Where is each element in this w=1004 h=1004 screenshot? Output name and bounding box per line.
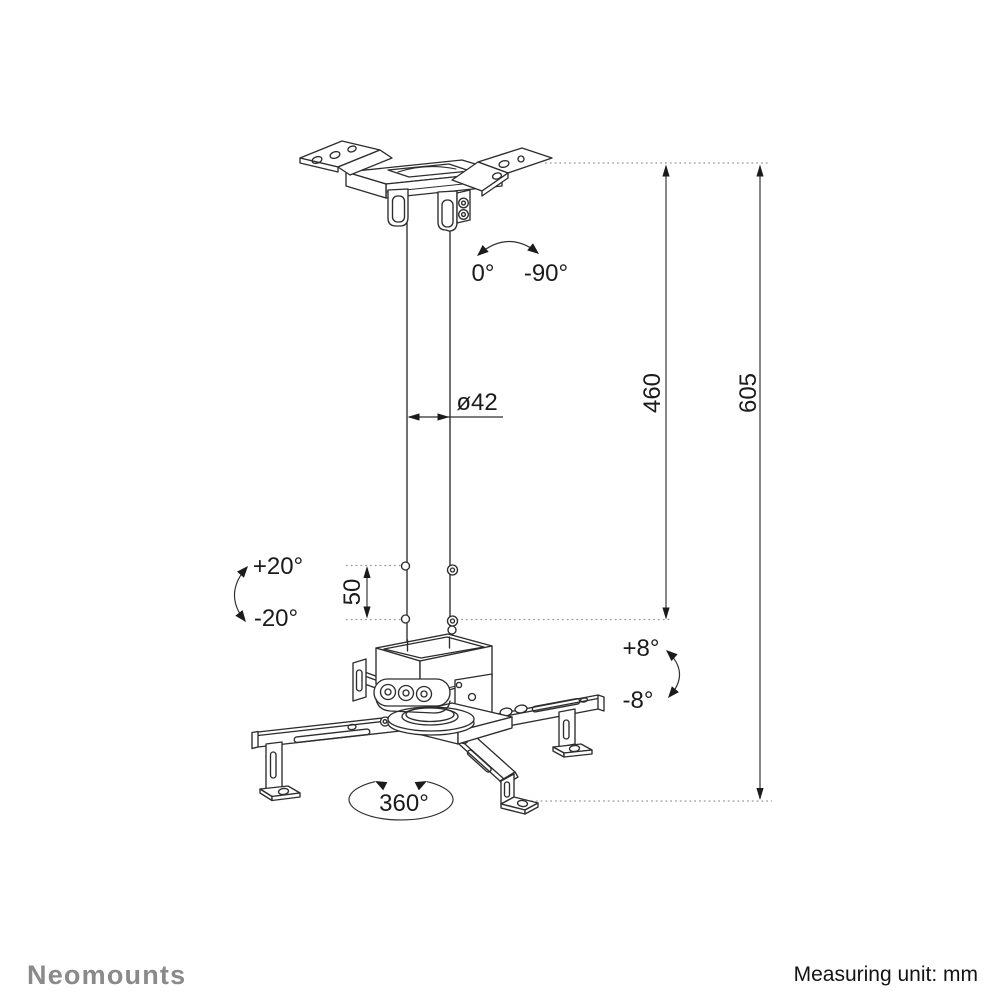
arc-swivel-360 xyxy=(348,781,454,821)
pole-screw-upper xyxy=(446,564,459,576)
dotted-guides xyxy=(346,162,772,802)
projector-mount-drawing xyxy=(251,140,605,815)
mount-right-arm xyxy=(465,694,605,758)
pole-hole-upper xyxy=(400,561,411,571)
dimension-annotations: 0° -90° ø42 460 605 50 +20° -20° +8° -8°… xyxy=(233,164,764,821)
total-height-label: 605 xyxy=(735,373,762,413)
rotation-minus90-label: -90° xyxy=(524,260,568,287)
ceiling-plate-right-wing xyxy=(451,147,553,197)
tilt-minus20-label: -20° xyxy=(254,605,298,632)
pole-diameter-label: ø42 xyxy=(456,389,497,416)
swivel-360-label: 360° xyxy=(379,790,429,817)
tilt-plus20-label: +20° xyxy=(253,553,303,580)
swivel-hub xyxy=(387,702,513,745)
pole-length-label: 460 xyxy=(639,373,666,413)
mount-left-arm xyxy=(251,715,401,802)
arrowheads xyxy=(235,164,764,800)
rotation-0-label: 0° xyxy=(472,260,495,287)
ceiling-plate-left-wing xyxy=(299,140,393,176)
right-foot xyxy=(552,708,593,758)
pole-screw-collar xyxy=(447,625,457,635)
front-foot xyxy=(500,773,539,815)
hinge-bolt-bottom xyxy=(458,209,469,220)
brand-logo: Neomounts xyxy=(27,960,187,990)
left-foot xyxy=(259,741,301,802)
hinge-bolt-top xyxy=(458,197,469,209)
tilt-link-plate xyxy=(373,678,451,714)
ceiling-plate xyxy=(299,140,553,232)
measuring-unit-label: Measuring unit: mm xyxy=(793,963,978,986)
pole-hole-lower xyxy=(400,614,411,624)
tilt-plus8-label: +8° xyxy=(623,635,660,662)
pole-hinge-bracket xyxy=(387,188,471,232)
height-adjustment-label: 50 xyxy=(339,579,366,606)
pole-screw-lower xyxy=(446,615,459,627)
tilt-minus8-label: -8° xyxy=(623,687,654,714)
